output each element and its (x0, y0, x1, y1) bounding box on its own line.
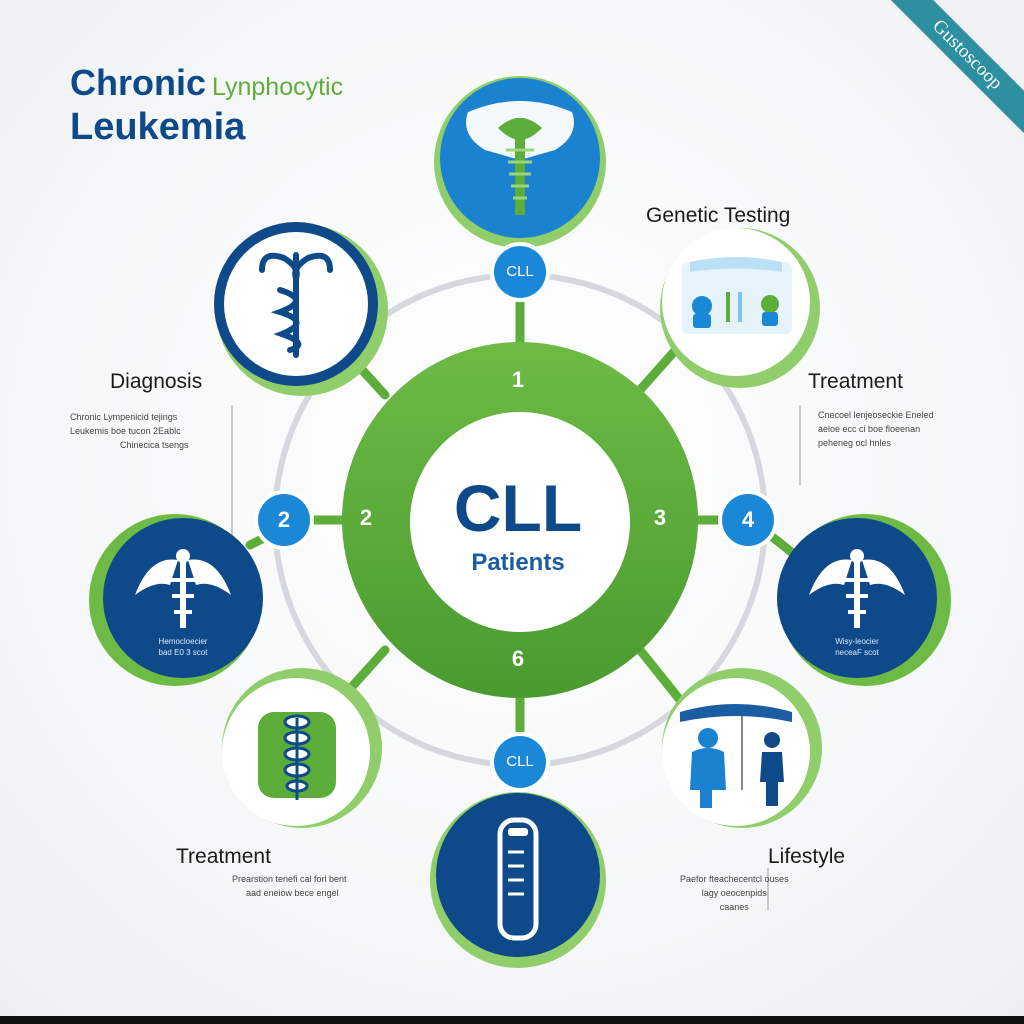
caption-line: Wisy-leocier (835, 637, 879, 646)
node-right[interactable] (777, 514, 951, 686)
test-tube-icon (497, 817, 539, 941)
spine-icon (258, 712, 336, 800)
node-upper-right[interactable] (660, 228, 820, 388)
label-diagnosis: Diagnosis (110, 370, 203, 393)
bottom-border (0, 1016, 1024, 1024)
description-line: Chronic Lympenicid tejings (70, 412, 178, 422)
center-sub-text: Patients (471, 549, 565, 576)
caption-line: Hemocloecier (158, 637, 208, 646)
badge-bottom[interactable] (490, 732, 550, 792)
step-number-6: 6 (511, 646, 525, 671)
label-treatment-left: Treatment (176, 845, 271, 868)
badge-right-number: 4 (741, 507, 755, 532)
label-genetic-testing: Genetic Testing (646, 204, 791, 227)
description-line: Prearstion tenefi cal forl bent (232, 874, 347, 884)
step-number-3: 3 (653, 505, 667, 530)
node-right-caption: Wisy-leocier neceaF scot (787, 636, 927, 658)
description-line: peheneg ocl hnles (818, 438, 892, 448)
node-lower-right[interactable] (662, 668, 822, 828)
lifestyle-description: Paefor fteachecentcl ouses lagy oeocenpi… (680, 872, 789, 914)
description-line: aeloe ecc ci boe floeenan (818, 424, 921, 434)
badge-top-label: CLL (506, 263, 534, 280)
center-main-text: CLL (453, 471, 583, 545)
description-line: lagy oeocenpids (701, 888, 767, 898)
description-line: Cnecoel lenjeoseckie Eneled (818, 410, 934, 420)
description-line: Chinecica tsengs (120, 440, 189, 450)
center-inner-circle (410, 412, 630, 632)
badge-right[interactable] (718, 490, 778, 550)
node-left-caption: Hemocloecier bad E0 3 scot (113, 636, 253, 658)
description-line: Leukemis boe tucon 2Eablc (70, 426, 181, 436)
anatomy-icon (498, 118, 542, 215)
title-line2: Leukemia (70, 106, 246, 148)
badge-top[interactable] (490, 242, 550, 302)
winged-medical-icon-right (809, 549, 905, 628)
title-line1-sub: Lynphocytic (212, 73, 344, 101)
winged-medical-icon (135, 549, 231, 628)
node-top[interactable] (434, 76, 606, 248)
badge-left[interactable] (254, 490, 314, 550)
node-upper-left[interactable] (214, 222, 388, 396)
caption-line: bad E0 3 scot (158, 648, 208, 657)
caption-line: neceaF scot (835, 648, 879, 657)
treatment-right-description: Cnecoel lenjeoseckie Eneled aeloe ecc ci… (818, 408, 934, 450)
description-line: caanes (719, 902, 749, 912)
node-lower-left[interactable] (222, 668, 382, 828)
diagnosis-description: Chronic Lympenicid tejings Leukemis boe … (70, 410, 189, 452)
description-line: Paefor fteachecentcl ouses (680, 874, 789, 884)
badge-left-number: 2 (277, 507, 291, 532)
label-lifestyle: Lifestyle (768, 845, 846, 868)
lab-test-icon (682, 257, 792, 334)
step-number-1: 1 (511, 367, 525, 392)
description-line: aad eneiow bece engel (246, 888, 339, 898)
node-left[interactable] (89, 514, 263, 686)
node-bottom[interactable] (430, 792, 606, 968)
badge-bottom-label: CLL (506, 753, 534, 770)
step-number-2: 2 (359, 505, 373, 530)
treatment-left-description: Prearstion tenefi cal forl bent aad enei… (232, 872, 347, 900)
patient-icon (680, 704, 792, 808)
label-treatment-right: Treatment (808, 370, 903, 393)
caduceus-icon (259, 252, 333, 358)
